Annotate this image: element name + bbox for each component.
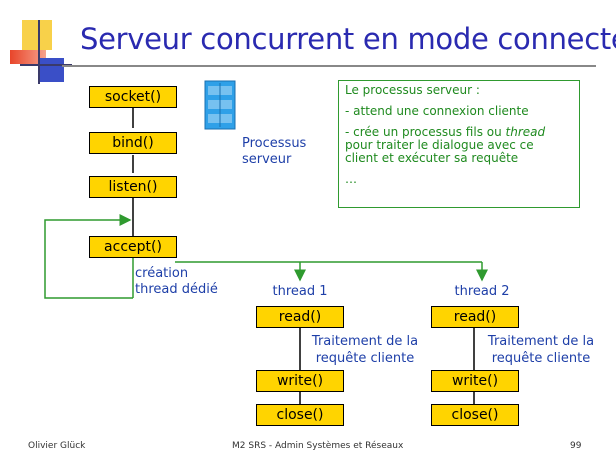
- thread1-note-line2: requête cliente: [315, 351, 415, 366]
- thread1-write-box: write(): [256, 370, 344, 392]
- footer-author: Olivier Glück: [28, 441, 86, 451]
- process-label: Processus: [242, 136, 307, 151]
- deco-red-bar: [10, 50, 46, 64]
- info-heading: Le processus serveur :: [345, 83, 480, 97]
- thread2-label: thread 2: [454, 284, 510, 299]
- thread1-label: thread 1: [272, 284, 328, 299]
- server-label: serveur: [242, 152, 292, 167]
- deco-blue-square: [38, 58, 64, 82]
- thread2-write-box: write(): [431, 370, 519, 392]
- slide-title: Serveur concurrent en mode connecté: [80, 22, 616, 56]
- title-underline: [62, 65, 596, 67]
- thread2-close-box: close(): [431, 404, 519, 426]
- deco-vertical-line: [38, 20, 40, 84]
- info-item-create-line2: pour traiter le dialogue avec ce: [345, 138, 534, 152]
- listen-box: listen(): [89, 176, 177, 198]
- creation-label: création: [135, 266, 189, 281]
- server-process-icon: [204, 80, 236, 130]
- footer-page-number: 99: [570, 441, 582, 451]
- thread1-read-box: read(): [256, 306, 344, 328]
- info-item-create-em: thread: [505, 125, 546, 139]
- thread1-close-box: close(): [256, 404, 344, 426]
- info-item-wait: - attend une connexion cliente: [345, 104, 529, 118]
- accept-box: accept(): [89, 236, 177, 258]
- info-item-create: - crée un processus fils ou thread: [345, 126, 573, 139]
- info-item-create-line3: client et exécuter sa requête: [345, 151, 519, 165]
- footer-course: M2 SRS - Admin Systèmes et Réseaux: [232, 441, 404, 451]
- thread2-note-line1: Traitement de la: [487, 334, 595, 349]
- dedicated-thread-label: thread dédié: [135, 282, 218, 297]
- thread1-note-line1: Traitement de la: [311, 334, 419, 349]
- thread2-note-line2: requête cliente: [491, 351, 591, 366]
- loop-back-arrow: [44, 214, 133, 299]
- thread2-read-box: read(): [431, 306, 519, 328]
- info-ellipsis: …: [345, 172, 357, 186]
- info-item-create-text: - crée un processus fils ou: [345, 125, 506, 139]
- socket-box: socket(): [89, 86, 177, 108]
- deco-horizontal-line: [20, 64, 72, 66]
- bind-box: bind(): [89, 132, 177, 154]
- info-box: Le processus serveur : - attend une conn…: [338, 80, 580, 208]
- deco-yellow-square: [22, 20, 52, 50]
